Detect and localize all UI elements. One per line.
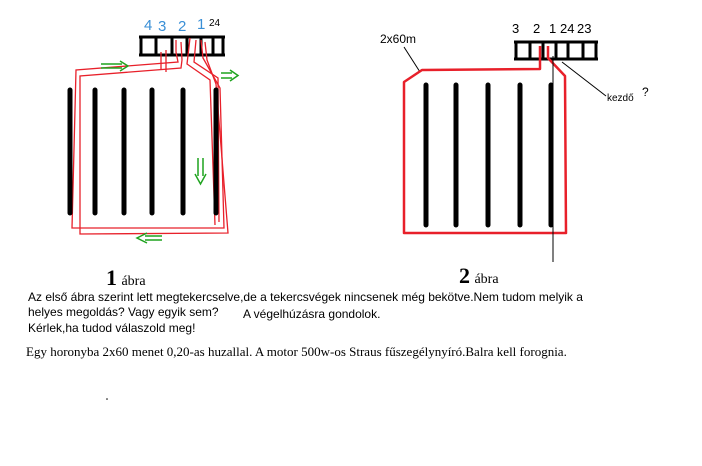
figure-2-word: ábra (474, 272, 499, 287)
arrow-left-icon (135, 232, 162, 244)
figure-2-caption: 2 ábra (459, 263, 499, 289)
arrow-down-icon (194, 158, 207, 186)
stray-dot (106, 398, 108, 400)
text-line-2b: A végelhúzásra gondolok. (243, 307, 381, 321)
arrow-right-icon (101, 60, 130, 72)
fig1-slot-number: 3 (158, 18, 166, 35)
text-line-1: Az első ábra szerint lett megtekercselve… (28, 290, 583, 304)
fig2-wire-label: 2x60m (380, 32, 416, 46)
figure-2-number: 2 (459, 263, 470, 288)
figure-1: 4 3 2 1 24 (67, 16, 240, 244)
fig2-coil-bars (423, 82, 554, 228)
figure-1-caption: 1 ábra (106, 265, 146, 291)
fig1-slot-number-end: 24 (209, 18, 221, 29)
fig1-slot-number: 2 (178, 18, 186, 35)
fig2-wire-pointer (403, 46, 421, 73)
fig1-slot-grid (139, 35, 225, 57)
text-line-3: Kérlek,ha tudod válaszold meg! (28, 321, 196, 335)
fig1-slot-number: 4 (144, 17, 152, 34)
fig2-wire (402, 46, 568, 235)
fig2-slot-number: 24 (560, 21, 574, 36)
fig1-slot-number: 1 (197, 16, 205, 33)
figure-1-number: 1 (106, 265, 117, 290)
fig2-slot-number: 1 (549, 21, 556, 36)
figure-2: 3 2 1 24 23 2x60m kezdő ? (380, 21, 649, 262)
figure-1-word: ábra (121, 274, 146, 289)
fig1-coil-bars (67, 87, 219, 216)
fig2-start-question: ? (642, 85, 649, 99)
fig2-slot-number: 23 (577, 21, 591, 36)
fig2-slot-number: 2 (533, 21, 540, 36)
text-line-2a: helyes megoldás? Vagy egyik sem? (28, 305, 219, 319)
fig2-start-label: kezdő (607, 93, 634, 104)
fig1-direction-arrows (101, 60, 240, 244)
fig2-start-pointer (561, 61, 607, 97)
fig2-slot-number: 3 (512, 21, 519, 36)
text-line-4: Egy horonyba 2x60 menet 0,20-as huzallal… (26, 344, 567, 359)
fig2-slot-grid (514, 40, 598, 61)
arrow-right-icon (221, 69, 240, 82)
